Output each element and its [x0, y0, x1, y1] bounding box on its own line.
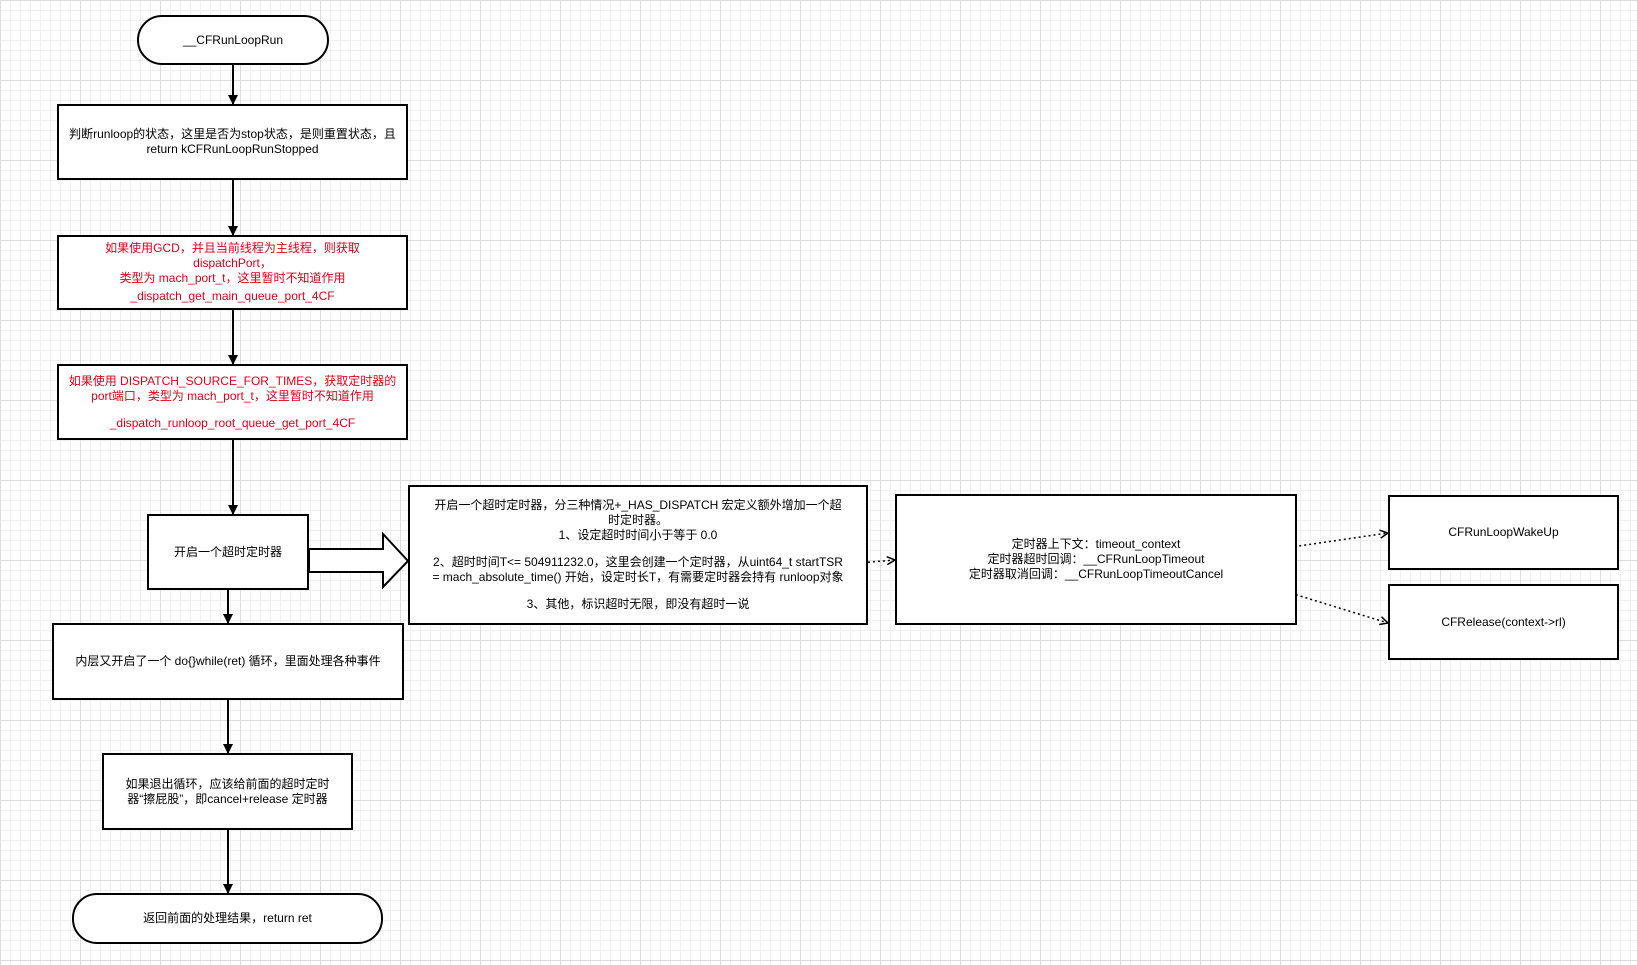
node-text-line: return kCFRunLoopRunStopped	[146, 142, 319, 156]
release-box: CFRelease(context->rl)	[1388, 584, 1619, 660]
node-text-line: 定时器取消回调：__CFRunLoopTimeoutCancel	[968, 567, 1224, 581]
node-text-line: 类型为 mach_port_t，这里暂时不知道作用	[119, 271, 346, 285]
node-text-line: 内层又开启了一个 do{}while(ret) 循环，里面处理各种事件	[75, 654, 381, 668]
node-text-line: 定时器超时回调：__CFRunLoopTimeout	[987, 552, 1205, 566]
node-text-line: 开启一个超时定时器，分三种情况+_HAS_DISPATCH 宏定义额外增加一个超	[434, 498, 842, 512]
node-text-line: CFRunLoopWakeUp	[1448, 525, 1559, 539]
node-text-line: 开启一个超时定时器	[173, 544, 282, 559]
node-text-line: _dispatch_runloop_root_queue_get_port_4C…	[109, 415, 356, 430]
timer-detail-box: 开启一个超时定时器，分三种情况+_HAS_DISPATCH 宏定义额外增加一个超…	[408, 485, 868, 625]
gcd-port-box: 如果使用GCD，并且当前线程为主线程，则获取 dispatchPort，类型为 …	[57, 235, 408, 310]
node-text-line: 2、超时时间T<= 504911232.0，这里会创建一个定时器，从uint64…	[433, 555, 843, 569]
node-text-line: 器“擦屁股”，即cancel+release 定时器	[127, 791, 328, 806]
node-text-line: 判断runloop的状态，这里是否为stop状态，是则重置状态，且	[69, 127, 396, 141]
node-text-line: _dispatch_get_main_queue_port_4CF	[130, 289, 335, 303]
inner-loop-box: 内层又开启了一个 do{}while(ret) 循环，里面处理各种事件	[52, 623, 404, 700]
node-text-line: 返回前面的处理结果，return ret	[143, 911, 312, 925]
block-arrow-to-timer-detail	[308, 531, 410, 590]
node-text-line: 如果退出循环，应该给前面的超时定时	[125, 776, 330, 791]
node-text-line: 3、其他，标识超时无限，即没有超时一说	[526, 597, 750, 611]
node-text-line: port端口，类型为 mach_port_t，这里暂时不知道作用	[91, 388, 374, 403]
node-text-line: = mach_absolute_time() 开始，设定时长T，有需要定时器会持…	[432, 570, 844, 584]
start-timer-box: 开启一个超时定时器	[147, 514, 309, 590]
node-text-line: CFRelease(context->rl)	[1441, 614, 1566, 629]
node-text-line: 定时器上下文：timeout_context	[1011, 537, 1181, 551]
wakeup-box: CFRunLoopWakeUp	[1388, 495, 1619, 570]
node-text-line: 1、设定超时时间小于等于 0.0	[558, 528, 718, 542]
exit-loop-box: 如果退出循环，应该给前面的超时定时器“擦屁股”，即cancel+release …	[102, 753, 353, 830]
node-text-line: 如果使用 DISPATCH_SOURCE_FOR_TIMES，获取定时器的	[68, 373, 397, 388]
start-terminator: __CFRunLoopRun	[137, 15, 329, 65]
node-text-line: 如果使用GCD，并且当前线程为主线程，则获取 dispatchPort，	[105, 241, 360, 270]
node-text-line: __CFRunLoopRun	[182, 32, 284, 47]
node-text-line: 时定时器。	[607, 513, 668, 527]
end-terminator: 返回前面的处理结果，return ret	[72, 893, 383, 944]
